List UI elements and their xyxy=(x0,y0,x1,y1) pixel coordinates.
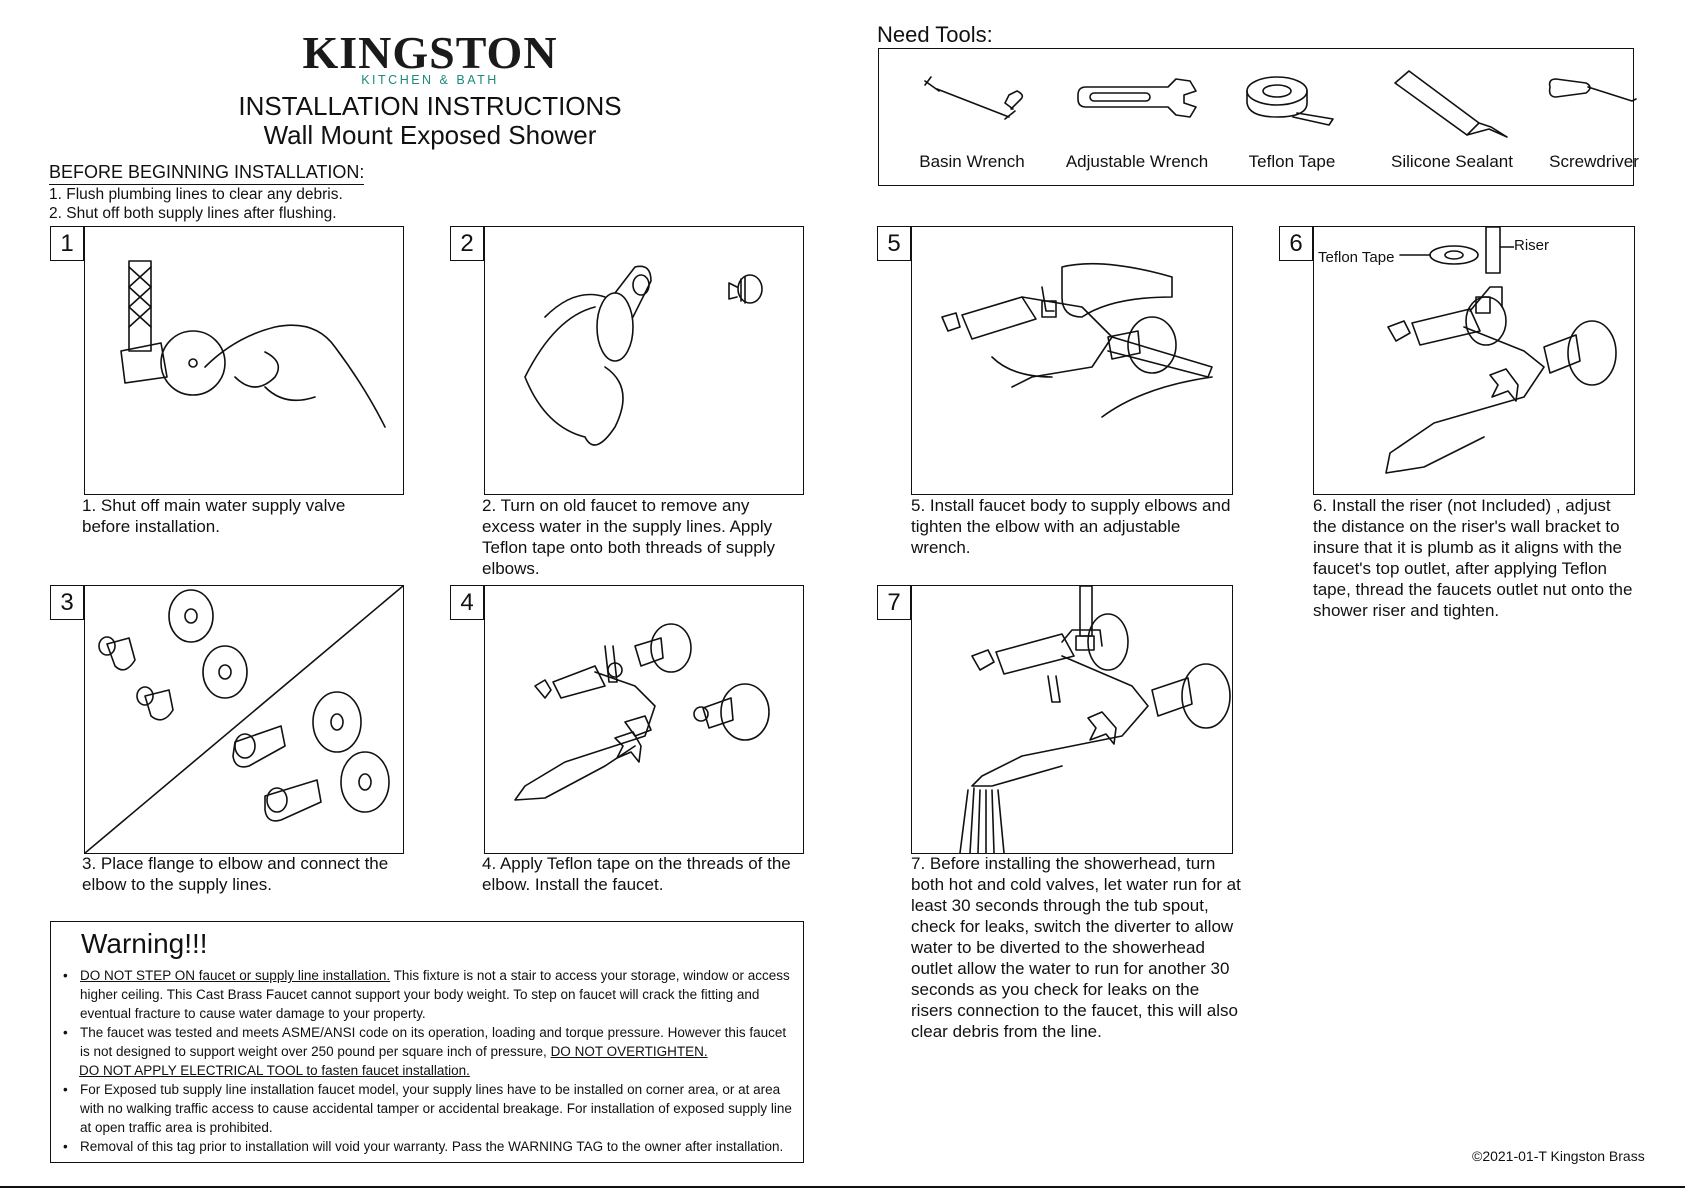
step-6-number: 6 xyxy=(1279,226,1313,261)
tool-teflon-tape: Teflon Tape xyxy=(1217,49,1367,185)
before-item: 2. Shut off both supply lines after flus… xyxy=(49,205,337,222)
warning-box: Warning!!! DO NOT STEP ON faucet or supp… xyxy=(50,921,804,1163)
tool-label: Teflon Tape xyxy=(1248,152,1336,171)
basin-wrench-icon xyxy=(924,76,1024,120)
step-4-illustration xyxy=(484,585,804,854)
warning-item: For Exposed tub supply line installation… xyxy=(59,1080,795,1137)
step-5-caption: 5. Install faucet body to supply elbows … xyxy=(911,496,1231,557)
step-4-caption: 4. Apply Teflon tape on the threads of t… xyxy=(482,854,791,894)
adjustable-wrench-icon xyxy=(1077,78,1197,118)
document-subtitle: Wall Mount Exposed Shower xyxy=(263,120,597,150)
warning-text: Removal of this tag prior to installatio… xyxy=(80,1139,784,1154)
warning-emphasis: DO NOT OVERTIGHTEN. xyxy=(550,1044,708,1059)
step-2-number: 2 xyxy=(450,226,484,261)
riser-callout: Riser xyxy=(1514,237,1550,254)
bottom-divider xyxy=(0,1186,1685,1188)
step-1-illustration xyxy=(84,226,404,495)
riser-install-illustration xyxy=(1385,226,1617,474)
warning-emphasis: DO NOT STEP ON faucet or supply line ins… xyxy=(80,968,391,983)
step-2-illustration xyxy=(484,226,804,495)
silicone-sealant-icon xyxy=(1394,70,1508,138)
brand-logo: KINGSTON xyxy=(302,27,558,78)
tool-basin-wrench: Basin Wrench xyxy=(897,49,1047,185)
warning-item: The faucet was tested and meets ASME/ANS… xyxy=(59,1023,795,1080)
warning-title: Warning!!! xyxy=(81,928,208,959)
before-heading: BEFORE BEGINNING INSTALLATION: xyxy=(49,162,365,185)
supply-valve-illustration xyxy=(120,260,386,428)
step-3-caption: 3. Place flange to elbow and connect the… xyxy=(82,854,389,894)
tool-screwdriver: Screwdriver xyxy=(1519,49,1669,185)
teflon-elbow-illustration xyxy=(524,265,763,446)
before-item: 1. Flush plumbing lines to clear any deb… xyxy=(49,186,343,203)
step-7-caption: 7. Before installing the showerhead, tur… xyxy=(911,854,1241,1041)
step-3-illustration xyxy=(84,585,404,854)
warning-item: Removal of this tag prior to installatio… xyxy=(59,1137,795,1156)
water-test-illustration xyxy=(959,585,1231,854)
step-3-number: 3 xyxy=(50,585,84,620)
screwdriver-icon xyxy=(1548,78,1637,102)
warning-text: This fixture is not a stair to access yo… xyxy=(80,968,790,1021)
step-5-number: 5 xyxy=(877,226,911,261)
tool-label: Adjustable Wrench xyxy=(1065,152,1209,171)
teflon-tape-icon xyxy=(1246,76,1334,126)
step-7-number: 7 xyxy=(877,585,911,620)
brand-tagline: KITCHEN & BATH xyxy=(361,73,499,87)
tool-label: Screwdriver xyxy=(1549,152,1639,171)
warning-text: For Exposed tub supply line installation… xyxy=(80,1082,792,1135)
teflon-tape-callout: Teflon Tape xyxy=(1318,249,1395,266)
step-1-caption: 1. Shut off main water supply valve befo… xyxy=(82,496,346,536)
tool-silicone-sealant: Silicone Sealant xyxy=(1367,49,1537,185)
step-6-caption: 6. Install the riser (not Included) , ad… xyxy=(1313,496,1633,620)
step-4-number: 4 xyxy=(450,585,484,620)
document-title: INSTALLATION INSTRUCTIONS xyxy=(238,91,622,121)
tools-box: Basin Wrench Adjustable Wrench Teflon Ta… xyxy=(878,48,1639,186)
step-7-illustration xyxy=(911,585,1233,854)
warning-emphasis: DO NOT APPLY ELECTRICAL TOOL to fasten f… xyxy=(79,1063,470,1078)
step-6-illustration: Teflon Tape Riser xyxy=(1313,226,1635,495)
step-5-illustration xyxy=(911,226,1233,495)
step-2-caption: 2. Turn on old faucet to remove any exce… xyxy=(482,496,775,578)
tools-heading: Need Tools: xyxy=(877,22,993,47)
wrench-tighten-illustration xyxy=(941,262,1213,418)
warning-item: DO NOT STEP ON faucet or supply line ins… xyxy=(59,966,795,1023)
warning-text: The faucet was tested and meets ASME/ANS… xyxy=(80,1025,787,1059)
tool-label: Silicone Sealant xyxy=(1391,152,1513,171)
tool-label: Basin Wrench xyxy=(919,152,1025,171)
faucet-install-illustration xyxy=(514,623,770,801)
warning-list: DO NOT STEP ON faucet or supply line ins… xyxy=(59,966,795,1156)
copyright: ©2021-01-T Kingston Brass xyxy=(1472,1148,1645,1164)
flange-elbow-illustration xyxy=(84,585,404,854)
step-1-number: 1 xyxy=(50,226,84,261)
tool-adjustable-wrench: Adjustable Wrench xyxy=(1047,49,1227,185)
